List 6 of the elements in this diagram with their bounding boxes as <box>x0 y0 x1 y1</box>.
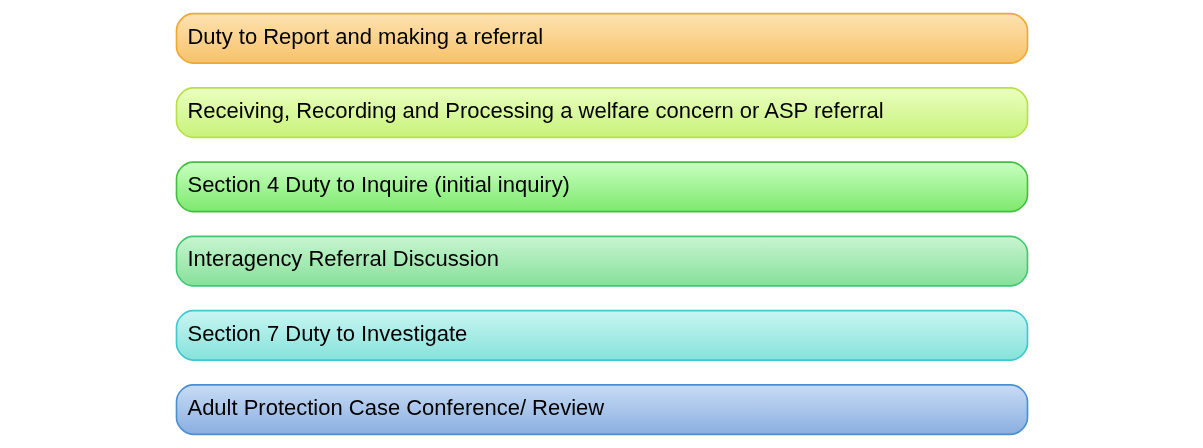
node-box: Section 7 Duty to Investigate <box>175 309 1028 361</box>
node-box: Section 4 Duty to Inquire (initial inquiry) <box>175 161 1028 213</box>
node-box: Receiving, Recording and Processing a welfare concern or ASP referral <box>175 87 1028 139</box>
node-box: Duty to Report and making a referral <box>175 12 1028 64</box>
node-box: Interagency Referral Discussion <box>175 235 1028 287</box>
node-box: Adult Protection Case Conference/ Review <box>175 384 1028 436</box>
